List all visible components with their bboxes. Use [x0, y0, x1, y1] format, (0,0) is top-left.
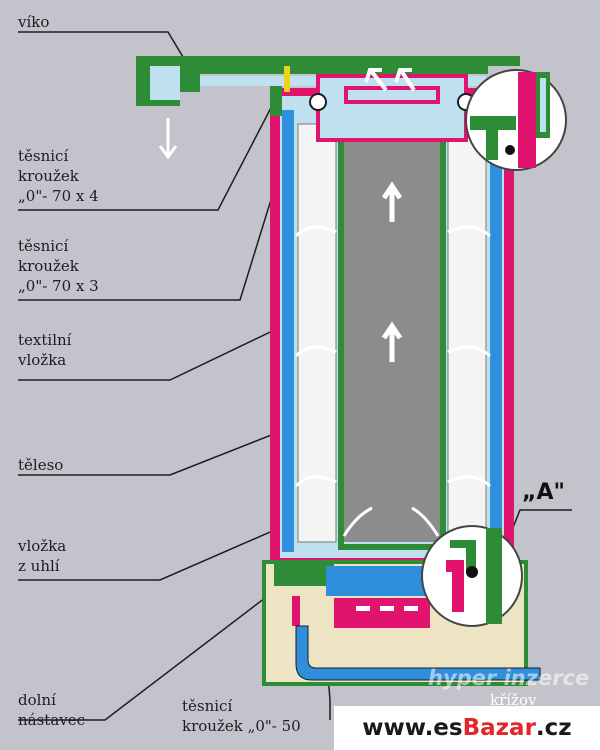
leader-bottom-attachment [18, 584, 283, 721]
arrows-textile-flow [294, 225, 491, 537]
lid-chamber [316, 74, 468, 142]
bottom-magenta-block [334, 598, 430, 628]
watermark-faint: hyper inzerce [428, 666, 590, 690]
textile-insert-left [297, 123, 337, 543]
leader-callout-a [507, 509, 572, 541]
label-lid: víko [18, 13, 50, 31]
arrows-top-exit [364, 68, 416, 92]
bottom-blue-channel [326, 566, 438, 596]
label-bottom-seal: těsnicí kroužek „0"- 50 [182, 697, 301, 735]
brand-accent: Bazar [462, 715, 536, 741]
leader-textile [18, 311, 313, 381]
detail-circle-a [421, 525, 523, 627]
label-body: těleso [18, 456, 64, 474]
arrows-carbon-up [381, 181, 403, 362]
callout-label-a: „A" [522, 480, 565, 505]
label-seal-upper: těsnicí kroužek „0"- 70 x 4 [18, 147, 99, 205]
leader-body [18, 429, 285, 476]
brand-prefix: www.es [362, 715, 463, 741]
leader-lid [18, 31, 187, 63]
arrow-down-lid [158, 118, 178, 160]
leader-seal-lower [18, 147, 288, 301]
label-cross-partial: křížov [490, 691, 537, 709]
leader-seal-upper [18, 99, 276, 211]
label-carbon-insert: vložka z uhlí [18, 537, 67, 575]
inlet-pipe [295, 625, 541, 681]
brand-suffix: .cz [535, 715, 572, 741]
detail-circle-top [465, 69, 567, 171]
label-seal-lower: těsnicí kroužek „0"- 70 x 3 [18, 237, 99, 295]
blue-wall-left [282, 110, 294, 552]
oring-left [309, 93, 327, 111]
blue-wall-right [490, 110, 502, 552]
label-textile-insert: textilní vložka [18, 331, 72, 369]
lid [136, 56, 520, 106]
